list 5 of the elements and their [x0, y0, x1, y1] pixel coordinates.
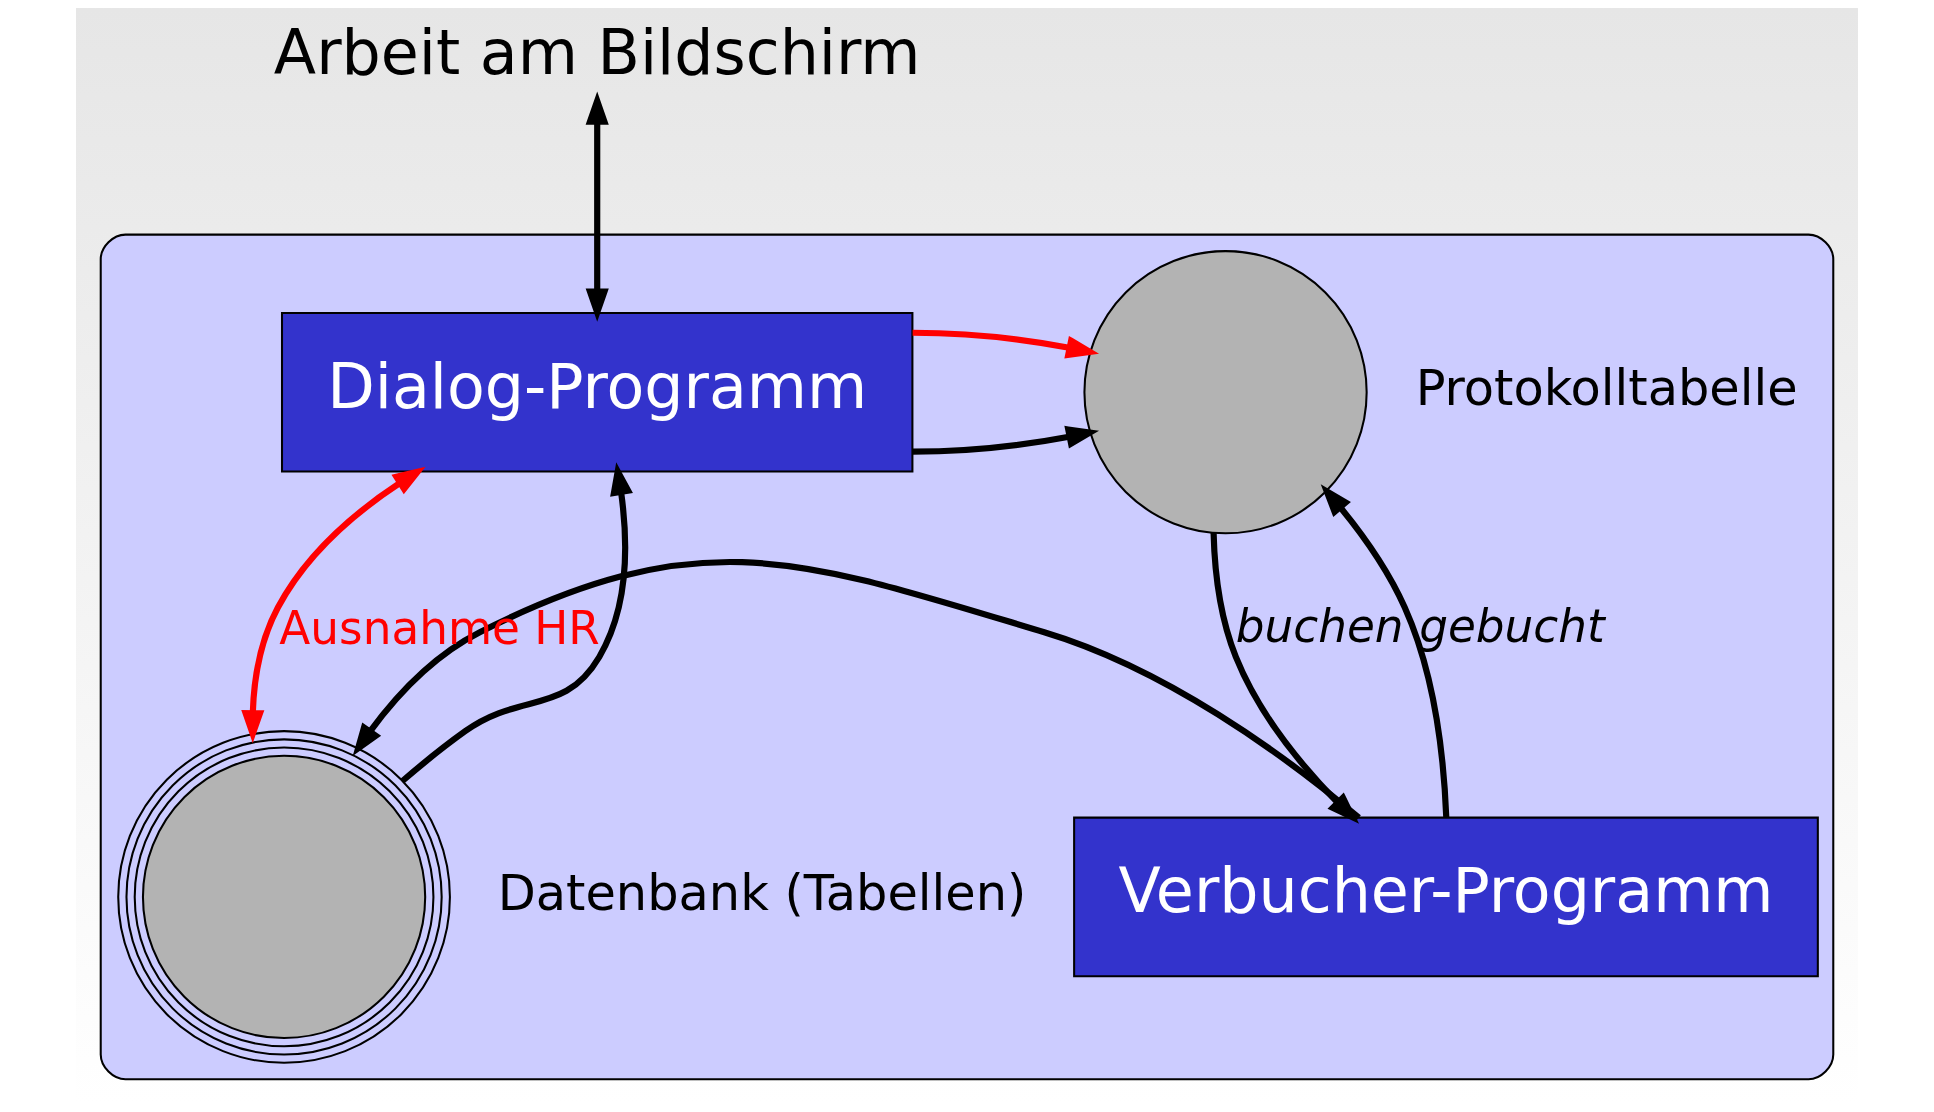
edge-label: gebucht — [1419, 599, 1605, 653]
node-label: Datenbank (Tabellen) — [497, 863, 1027, 922]
edge-label: buchen — [1235, 599, 1404, 653]
node-text: Arbeit am Bildschirm — [273, 16, 921, 89]
node-label: Protokolltabelle — [1415, 358, 1798, 417]
